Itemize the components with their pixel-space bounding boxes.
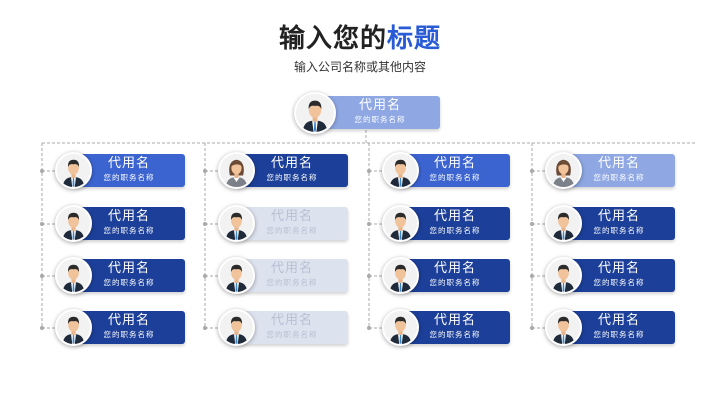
org-node[interactable]: 代用名您的职务名称 xyxy=(218,309,348,346)
male-avatar-icon xyxy=(545,205,582,242)
node-name: 代用名 xyxy=(433,313,476,328)
org-node[interactable]: 代用名您的职务名称 xyxy=(382,152,510,189)
node-name: 代用名 xyxy=(433,156,476,171)
node-name: 代用名 xyxy=(597,313,640,328)
org-node-card: 代用名您的职务名称 xyxy=(73,311,185,344)
org-node[interactable]: 代用名您的职务名称 xyxy=(545,257,675,294)
org-node-card: 代用名您的职务名称 xyxy=(73,259,185,292)
org-node[interactable]: 代用名您的职务名称 xyxy=(55,205,185,242)
node-name: 代用名 xyxy=(433,261,476,276)
org-node[interactable]: 代用名您的职务名称 xyxy=(55,152,185,189)
node-position: 您的职务名称 xyxy=(429,173,481,182)
male-avatar-icon xyxy=(218,257,255,294)
node-name: 代用名 xyxy=(597,156,640,171)
node-position: 您的职务名称 xyxy=(266,278,318,287)
male-avatar-icon xyxy=(382,309,419,346)
node-position: 您的职务名称 xyxy=(429,278,481,287)
node-name: 代用名 xyxy=(107,261,150,276)
title-text: 输入您的 xyxy=(278,24,387,54)
node-name: 代用名 xyxy=(597,209,640,224)
male-avatar-icon xyxy=(55,152,92,189)
org-node[interactable]: 代用名您的职务名称 xyxy=(55,309,185,346)
org-node[interactable]: 代用名您的职务名称 xyxy=(545,309,675,346)
node-position: 您的职务名称 xyxy=(103,330,155,339)
connector-dot xyxy=(367,169,371,173)
male-avatar-icon xyxy=(218,309,255,346)
root-node-card: 代用名 您的职务名称 xyxy=(320,96,440,129)
org-node[interactable]: 代用名您的职务名称 xyxy=(218,257,348,294)
node-position: 您的职务名称 xyxy=(593,173,645,182)
node-name: 代用名 xyxy=(270,156,313,171)
org-node[interactable]: 代用名您的职务名称 xyxy=(382,205,510,242)
connector-dot xyxy=(367,222,371,226)
node-name: 代用名 xyxy=(107,156,150,171)
node-name: 代用名 xyxy=(270,313,313,328)
male-avatar-icon xyxy=(55,257,92,294)
node-name: 代用名 xyxy=(107,209,150,224)
connector-dot xyxy=(203,222,207,226)
connector-dot xyxy=(367,326,371,330)
male-avatar-icon xyxy=(55,205,92,242)
node-name: 代用名 xyxy=(270,261,313,276)
connector-dot xyxy=(530,222,534,226)
org-node-card: 代用名您的职务名称 xyxy=(236,207,348,240)
female-avatar-icon xyxy=(545,152,582,189)
org-node[interactable]: 代用名您的职务名称 xyxy=(545,205,675,242)
connector-dot xyxy=(40,169,44,173)
node-position: 您的职务名称 xyxy=(429,226,481,235)
male-avatar-icon xyxy=(545,309,582,346)
node-position: 您的职务名称 xyxy=(429,330,481,339)
org-node[interactable]: 代用名您的职务名称 xyxy=(382,257,510,294)
page-subtitle: 输入公司名称或其他内容 xyxy=(293,60,426,74)
node-position: 您的职务名称 xyxy=(103,226,155,235)
connector-dot xyxy=(203,326,207,330)
connector-dot xyxy=(40,274,44,278)
node-name: 代用名 xyxy=(597,261,640,276)
root-position: 您的职务名称 xyxy=(354,115,406,124)
connector-dot xyxy=(40,222,44,226)
org-node[interactable]: 代用名您的职务名称 xyxy=(382,309,510,346)
male-avatar-icon xyxy=(382,257,419,294)
male-avatar-icon xyxy=(55,309,92,346)
org-node[interactable]: 代用名您的职务名称 xyxy=(218,152,348,189)
node-position: 您的职务名称 xyxy=(266,226,318,235)
root-node[interactable]: 代用名 您的职务名称 xyxy=(294,92,440,134)
node-position: 您的职务名称 xyxy=(266,173,318,182)
org-node[interactable]: 代用名您的职务名称 xyxy=(218,205,348,242)
node-position: 您的职务名称 xyxy=(593,226,645,235)
connector-dot xyxy=(367,274,371,278)
node-position: 您的职务名称 xyxy=(593,278,645,287)
org-node[interactable]: 代用名您的职务名称 xyxy=(545,152,675,189)
node-name: 代用名 xyxy=(433,209,476,224)
node-name: 代用名 xyxy=(107,313,150,328)
male-avatar-icon xyxy=(382,152,419,189)
connector-dot xyxy=(203,169,207,173)
node-position: 您的职务名称 xyxy=(103,278,155,287)
node-name: 代用名 xyxy=(270,209,313,224)
org-node-card: 代用名您的职务名称 xyxy=(400,154,510,187)
connector-dot xyxy=(203,274,207,278)
male-avatar-icon xyxy=(218,205,255,242)
root-name: 代用名 xyxy=(358,98,401,113)
node-position: 您的职务名称 xyxy=(103,173,155,182)
connector-dot xyxy=(40,326,44,330)
org-node-card: 代用名您的职务名称 xyxy=(563,154,675,187)
node-position: 您的职务名称 xyxy=(266,330,318,339)
male-avatar-icon xyxy=(382,205,419,242)
connector-dot xyxy=(530,169,534,173)
node-position: 您的职务名称 xyxy=(593,330,645,339)
connector-dot xyxy=(530,326,534,330)
male-avatar-icon xyxy=(294,92,336,134)
male-avatar-icon xyxy=(545,257,582,294)
org-node-card: 代用名您的职务名称 xyxy=(400,259,510,292)
title-accent-text: 标题 xyxy=(387,24,442,54)
org-node-card: 代用名您的职务名称 xyxy=(73,207,185,240)
page-title: 输入您的标题 xyxy=(0,18,720,55)
org-node[interactable]: 代用名您的职务名称 xyxy=(55,257,185,294)
connector-dot xyxy=(530,274,534,278)
female-avatar-icon xyxy=(218,152,255,189)
